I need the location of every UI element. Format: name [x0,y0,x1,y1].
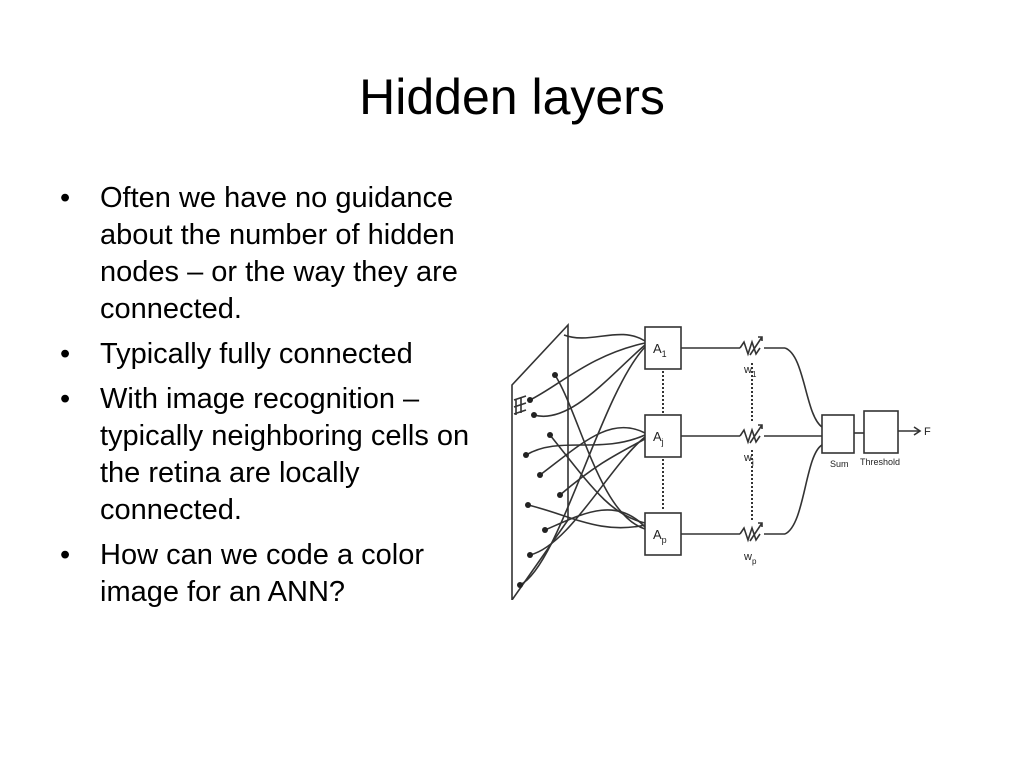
bullet-icon: • [60,383,71,415]
unit-label: Aj [653,429,664,447]
retina-grid [513,395,527,415]
connection-line [539,426,646,476]
weight-label: wj [743,452,754,467]
connection-line [559,438,646,496]
output-arrow-icon [913,426,922,436]
slide-title: Hidden layers [359,69,665,125]
unit-ap [644,512,682,556]
weight-arrow [749,522,763,542]
unit-label: Ap [653,527,667,545]
unit-aj [644,414,682,458]
connection-line [544,509,646,531]
weight-arrow [749,336,763,356]
connection-line [519,346,646,586]
bullet-icon: • [60,539,71,571]
sum-label: Sum [830,459,849,469]
connection-line [549,434,646,524]
retina-plane [511,322,569,600]
bullet-icon: • [60,338,71,370]
bullet-text: With image recognition – typically neigh… [100,383,470,526]
weight-label: wp [743,551,757,566]
bullet-item: • Often we have no guidance about the nu… [58,180,498,328]
weight-arrow [749,424,763,444]
retina-points [517,372,563,588]
bullet-item: • With image recognition – typically nei… [58,381,498,529]
bullet-text: Often we have no guidance about the numb… [100,182,458,325]
connection-line [529,436,646,556]
bullet-icon: • [60,182,71,214]
threshold-label: Threshold [860,457,900,467]
perceptron-diagram: A1 Aj Ap w1 wj wp Sum Thr [511,322,931,600]
connection-line [533,344,646,418]
weight-resistor [739,427,761,445]
connection-line [525,434,646,456]
weight-resistor [739,339,761,357]
bullet-list: • Often we have no guidance about the nu… [58,180,498,619]
weight-label: w1 [743,364,757,379]
bullet-text: How can we code a color image for an ANN… [100,539,424,608]
sum-box [821,414,855,454]
sum-input-line [784,444,823,535]
connection-line [563,333,646,342]
connection-line [554,374,646,530]
weight-resistor [739,525,761,543]
threshold-box [863,410,899,454]
connection-line [529,342,646,401]
connection-line [527,504,646,529]
unit-label: A1 [653,341,667,359]
unit-a1 [644,326,682,370]
bullet-text: Typically fully connected [100,338,413,370]
output-label: F [924,426,931,438]
sum-input-line [784,347,823,428]
bullet-item: • How can we code a color image for an A… [58,537,498,611]
bullet-item: • Typically fully connected [58,336,498,373]
